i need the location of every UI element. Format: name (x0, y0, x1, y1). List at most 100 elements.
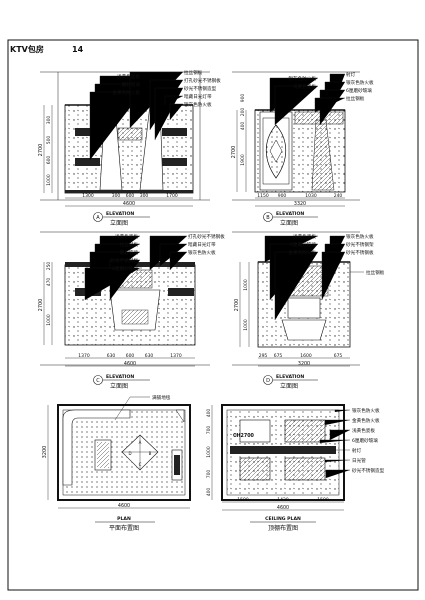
elevation-c-callout-1: 浅黄色瓷板 (115, 233, 138, 240)
elevation-c-marker-letter: C (96, 378, 100, 384)
elevation-c-dim-h4: 630 (145, 353, 154, 359)
plan-callout: 满铺地毯 (152, 394, 171, 401)
elevation-b-marker (263, 212, 273, 222)
elevation-d-callout-4: 银灰色防火板 (346, 233, 374, 240)
elevation-a-label-en: ELEVATION (106, 211, 134, 217)
elevation-d-callout-5: 砂光不锈钢架 (346, 241, 374, 248)
elevation-d-callout-3: 金黄色防火板 (288, 249, 316, 256)
elevation-b-leaders (269, 73, 345, 125)
elevation-d-callout-1: 浅黄色瓷板 (293, 233, 316, 240)
elevation-b-dim-v1: 1900 (240, 154, 246, 166)
elevation-d-dim-h3: 1600 (300, 353, 312, 359)
elevation-a-callout-6: 砂光不锈钢造型 (184, 85, 217, 92)
elevation-b-callout-5: 6厘磨砂玻璃 (346, 87, 372, 94)
elevation-b-marker-letter: B (266, 215, 270, 221)
elevation-b-dim-total: 3320 (294, 201, 306, 207)
elevation-b-dim-height: 2700 (231, 146, 237, 159)
elevation-a-dim-total: 4600 (123, 201, 135, 207)
elevation-d-label-cn: 立面图 (280, 382, 298, 390)
elevation-c-dim-h1: 1370 (78, 353, 90, 359)
elevation-b-dim-h1: 1150 (257, 193, 269, 199)
plan-leader (114, 396, 150, 421)
ceiling-outer-wall (221, 404, 345, 501)
elevation-a-callout-8: 银灰色防火板 (184, 101, 212, 108)
elevation-d-dim-h1: 295 (259, 353, 268, 359)
elevation-b: 银灰色防火板 浅黄色瓷板 射灯 银灰色防火板 6厘磨砂玻璃 拉丝钢板 2700 … (231, 71, 374, 227)
elevation-d: 浅黄色瓷板 6厘磨砂玻璃 金黄色防火板 银灰色防火板 砂光不锈钢架 砂光不锈钢板… (232, 231, 385, 390)
elevation-a-dim-h4: 300 (140, 193, 149, 199)
plan-marker-c: C (139, 462, 142, 467)
ceiling-dim-total: 4600 (277, 505, 289, 511)
elevation-d-marker (263, 375, 273, 385)
elevation-c-dim-v2: 470 (46, 278, 52, 287)
ceiling-dim-v3: 1000 (206, 446, 212, 458)
plan-dim-width: 4600 (118, 503, 130, 509)
ceiling-callout-1: 银灰色防火板 (352, 407, 380, 414)
ceiling-height-mark: CH2700 (233, 433, 255, 439)
elevation-b-dim-h4: 240 (334, 193, 343, 199)
elevation-c-dim-h3: 600 (126, 353, 135, 359)
ceiling-dim-h3: 1590 (317, 497, 329, 503)
elevation-c-dim-h2: 630 (107, 353, 116, 359)
elevation-d-marker-letter: D (266, 378, 270, 384)
elevation-d-dim-h4: 675 (334, 353, 343, 359)
elevation-c-callout-7: 暗藏日光灯带 (188, 241, 216, 248)
elevation-a-dim-v4: 300 (46, 116, 52, 125)
ceiling-panel-left (239, 419, 271, 443)
elevation-a-callout-2: 磨砂玻璃 (122, 81, 141, 88)
elevation-b-callout-6: 拉丝钢板 (346, 95, 365, 102)
elevation-a-callout-5: 打孔砂光不锈钢板 (184, 77, 221, 84)
elevation-d-dim-v2: 1000 (243, 279, 249, 291)
elevation-c-marker (93, 375, 103, 385)
elevation-a-callout-1: 浅黄色瓷板 (117, 73, 140, 80)
elevation-a-dim-v1: 1000 (46, 174, 52, 186)
elevation-d-dim-v1: 1000 (243, 319, 249, 331)
sheet-frame (7, 39, 419, 591)
ceiling-callout-6: 日光管 (352, 457, 366, 464)
plan-door-swing (175, 409, 185, 423)
ceiling-label-en: CEILING PLAN (265, 516, 301, 522)
ceiling-panel-right (284, 419, 326, 443)
elevation-c-label-cn: 立面图 (110, 382, 128, 390)
ceiling-plan: CH2700 银灰色防火板 金黄色防火板 浅黄色瓷板 6厘磨砂玻璃 射灯 日光管… (206, 404, 385, 532)
floor-plan: A B C D 满铺地毯 3200 4600 PLAN 平面布置图 (42, 394, 191, 532)
elevation-d-callout-6: 砂光不锈钢板 (346, 249, 374, 256)
elevation-a-band-left-upper (75, 128, 100, 136)
elevation-c-dim-h5: 1370 (170, 353, 182, 359)
elevation-c-callout-2: 拉丝钢板 (120, 241, 139, 248)
elevation-b-dim-h3: 1030 (305, 193, 317, 199)
elevation-a-leaders (89, 71, 183, 160)
elevation-c-leaders (84, 235, 187, 300)
plan-marker-a: A (139, 440, 142, 445)
ceiling-callout-4: 6厘磨砂玻璃 (352, 437, 378, 444)
elevation-b-callout-1: 银灰色防火板 (288, 75, 316, 82)
elevation-a-steel-plate (117, 127, 143, 141)
elevation-d-dim-height: 2700 (234, 299, 240, 312)
plan-dim-depth: 3200 (42, 446, 48, 459)
elevation-d-screen (287, 297, 321, 319)
elevation-a-dim-h1: 1300 (82, 193, 94, 199)
elevation-a-dim-height: 2700 (38, 144, 44, 157)
elevation-d-side-note: 拉丝钢板 (366, 269, 385, 276)
plan-outer-wall (57, 404, 191, 501)
elevation-a-callout-4: 拉丝钢板 (184, 69, 203, 76)
elevation-d-cabinet (281, 319, 327, 341)
elevation-b-dim-v2: 400 (240, 122, 246, 131)
elevation-c: 浅黄色瓷板 拉丝钢板 磨砂玻璃 砂光不锈钢栏 6厘磨砂玻璃 打孔砂光不锈钢板 暗… (38, 231, 225, 390)
elevation-d-dim-total: 3200 (298, 361, 310, 367)
elevation-c-callout-6: 打孔砂光不锈钢板 (188, 233, 225, 240)
ceiling-leaders (319, 409, 350, 478)
ceiling-dim-v2: 700 (206, 426, 212, 435)
elevation-c-dim-total: 4600 (124, 361, 136, 367)
elevation-a-dim-v3: 500 (46, 136, 52, 145)
elevation-c-dim-v1: 1000 (46, 314, 52, 326)
plan-sofa (62, 409, 131, 486)
elevation-b-dim-v3: 200 (240, 108, 246, 117)
elevation-a-callout-3: 金黄色防火板 (112, 89, 140, 96)
sheet-title: KTV包房 (10, 44, 44, 54)
elevation-d-callout-2: 6厘磨砂玻璃 (290, 241, 316, 248)
plan-label-en: PLAN (117, 516, 131, 522)
elevation-a-dim-h5: 1700 (166, 193, 178, 199)
elevation-c-dim-height: 2700 (38, 299, 44, 312)
